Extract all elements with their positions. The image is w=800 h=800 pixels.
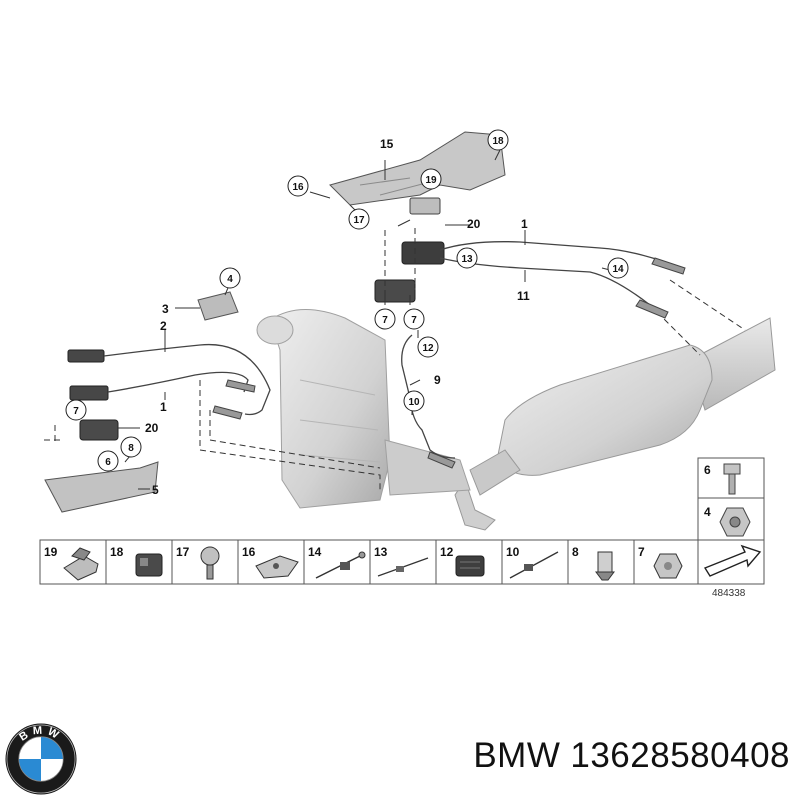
side-legend-label: 4	[704, 505, 711, 519]
callout-label: 9	[434, 373, 441, 387]
part-number: 13628580408	[570, 736, 790, 775]
sensor-13-icon	[377, 557, 429, 577]
legend-strip-label: 16	[242, 545, 256, 559]
clip-19-icon	[63, 547, 99, 581]
particulate-filter	[256, 309, 471, 509]
brand-name: BMW	[473, 736, 561, 775]
callout-label: 3	[162, 302, 169, 316]
sensor-10-icon	[509, 551, 559, 579]
legend-strip-label: 19	[44, 545, 58, 559]
circled-callout-label: 7	[382, 315, 388, 326]
heat-shield	[329, 131, 506, 206]
circled-callout-labels: 18 16 19 17 13 14 7 7 12 10 4 7 8 6	[73, 136, 624, 468]
circled-callout-label: 14	[612, 264, 624, 275]
legend-strip-label: 12	[440, 545, 454, 559]
side-legend: 6 4	[697, 457, 765, 585]
plain-callouts: 15 20 1 11 9 3 2 1 20 5	[145, 137, 530, 497]
circled-callout-label: 7	[411, 315, 417, 326]
exhaust-muffler	[454, 317, 776, 531]
callout-label: 20	[467, 217, 481, 231]
legend-strip-label: 18	[110, 545, 124, 559]
bracket-16-icon	[255, 555, 299, 579]
nox-control-unit-lower	[44, 291, 239, 513]
callout-label: 2	[160, 319, 167, 333]
circled-callout-label: 7	[73, 406, 79, 417]
screw-17-icon	[200, 546, 220, 580]
circled-callout-label: 6	[105, 457, 111, 468]
circled-callout-label: 4	[227, 274, 233, 285]
arrow-symbol-icon	[703, 544, 762, 577]
dashed-guides	[40, 228, 746, 490]
nut-icon	[719, 507, 751, 537]
bolt-icon	[723, 463, 741, 495]
callout-label: 11	[517, 289, 530, 303]
circled-callout-label: 12	[422, 343, 434, 354]
legend-strip-label: 14	[308, 545, 322, 559]
side-legend-label: 6	[704, 463, 711, 477]
legend-strip-label: 17	[176, 545, 190, 559]
circled-callout-label: 18	[492, 136, 504, 147]
drawing-number: 484338	[712, 588, 746, 599]
legend-strip-label: 7	[638, 545, 645, 559]
circled-callout-label: 13	[461, 254, 473, 265]
circled-callout-label: 19	[425, 175, 437, 186]
nut-7-icon	[653, 553, 683, 579]
exhaust-sensor-probes	[212, 257, 686, 469]
circled-callout-label: 16	[292, 182, 304, 193]
holder-8-icon	[595, 551, 615, 581]
legend-strip: 19 18 17 16 14 13 12 10 8 7	[39, 539, 699, 585]
callout-label: 1	[160, 400, 167, 414]
legend-strip-label: 13	[374, 545, 388, 559]
callout-label: 5	[152, 483, 159, 497]
callout-label: 20	[145, 421, 159, 435]
circled-callout-label: 8	[128, 443, 134, 454]
circled-callout-label: 17	[353, 215, 365, 226]
circled-callout-label: 10	[408, 397, 420, 408]
legend-strip-label: 8	[572, 545, 579, 559]
callout-label: 1	[521, 217, 528, 231]
circled-callouts	[65, 129, 629, 472]
sensor-14-icon	[315, 551, 366, 579]
legend-strip-label: 10	[506, 545, 520, 559]
callout-label: 15	[380, 137, 394, 151]
connector-18-icon	[135, 553, 163, 577]
grommet-12-icon	[455, 555, 485, 577]
bmw-logo: BMW	[5, 723, 77, 795]
